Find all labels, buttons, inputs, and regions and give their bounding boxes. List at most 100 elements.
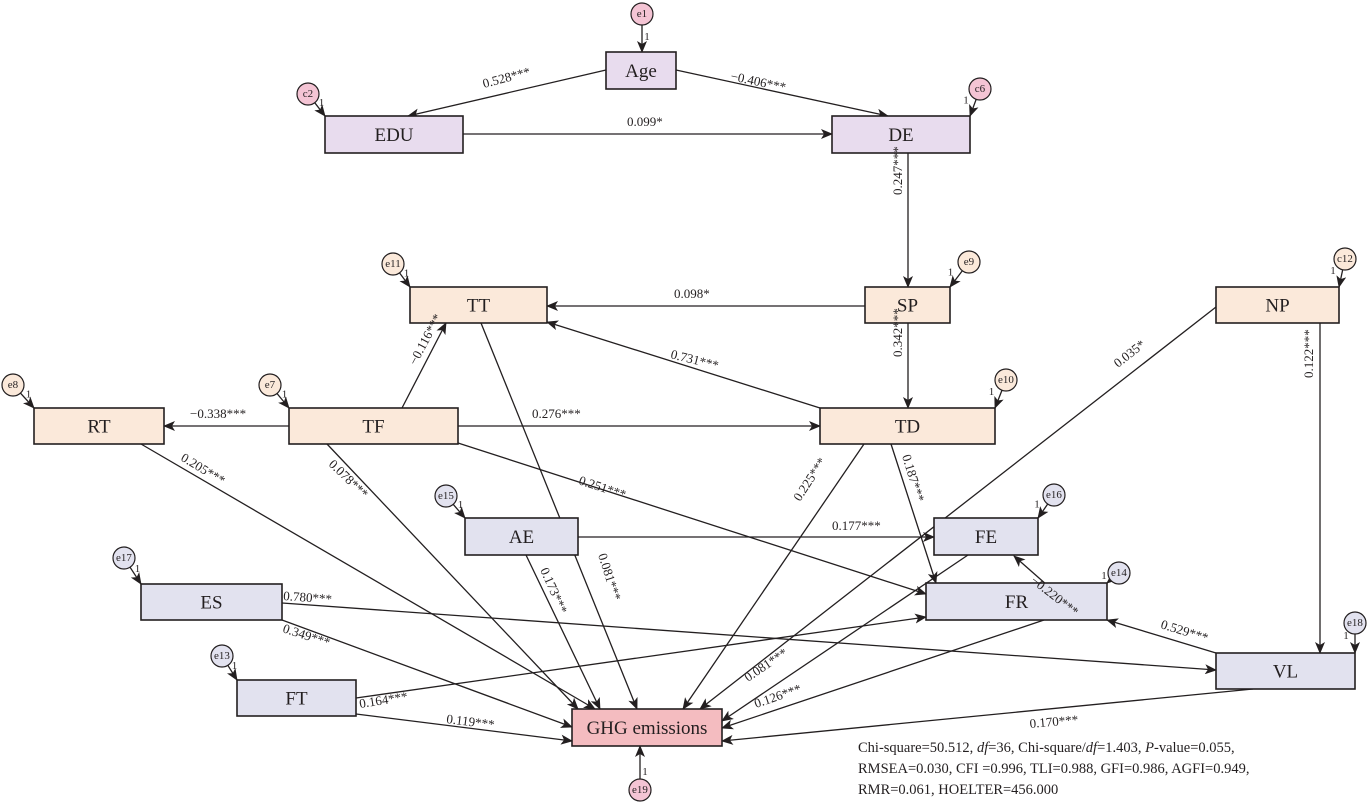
node-rt: RT — [33, 407, 165, 445]
error-circle — [957, 250, 981, 274]
error-circle — [994, 368, 1018, 392]
node-td: TD — [819, 407, 996, 445]
error-label: c6 — [975, 83, 986, 95]
path-es-to-vl — [281, 602, 1217, 675]
path-ae-to-ghg — [525, 554, 601, 710]
node-de: DE — [831, 115, 971, 154]
coefficient-label: 0.126*** — [752, 681, 803, 711]
coefficient-label: 0.529*** — [1159, 617, 1210, 646]
error-arrow — [129, 566, 142, 585]
coefficient-label: 0.225*** — [790, 455, 829, 504]
node-box — [933, 517, 1039, 556]
node-label: TT — [467, 296, 491, 317]
node-age: Age — [605, 51, 677, 90]
coefficient-label: −0.338*** — [190, 406, 246, 421]
path-tt-to-ghg — [480, 322, 638, 710]
node-es: ES — [140, 583, 283, 621]
error-circle — [630, 2, 654, 26]
error-arrow — [276, 393, 290, 409]
coefficient-label: 0.173*** — [537, 565, 571, 616]
error-label: e15 — [438, 490, 454, 502]
node-label: Age — [625, 61, 657, 82]
weight-label: 1 — [404, 268, 410, 280]
node-box — [236, 679, 357, 717]
coefficient-label: 0.187*** — [899, 452, 928, 503]
coefficient-label: 0.528*** — [481, 64, 532, 91]
error-label: e10 — [998, 374, 1014, 386]
weight-label: 1 — [1101, 570, 1107, 582]
coefficient-label: 0.119*** — [446, 711, 496, 732]
error-label: e7 — [265, 379, 276, 391]
error-label: e16 — [1046, 489, 1062, 501]
error-term-e15: e15 1 — [434, 484, 466, 519]
node-label: AE — [509, 527, 534, 548]
node-label: NP — [1265, 296, 1289, 317]
fit-line-1: Chi-square=50.512, df=36, Chi-square/df=… — [858, 740, 1235, 756]
node-sp: SP — [864, 286, 951, 324]
error-circle — [1107, 561, 1131, 585]
node-edu: EDU — [324, 115, 464, 154]
node-np: NP — [1215, 286, 1340, 324]
weight-label: 1 — [458, 499, 464, 511]
coefficient-label: 0.349*** — [281, 621, 332, 650]
node-fe: FE — [933, 517, 1039, 556]
path-vl-to-fr — [1106, 618, 1217, 654]
weight-label: 1 — [1034, 499, 1040, 511]
error-arrow — [19, 392, 35, 409]
coefficient-label: 0.247*** — [890, 146, 905, 195]
error-circle — [1333, 247, 1357, 271]
coefficient-label: 0.251*** — [577, 473, 628, 502]
node-box — [819, 407, 996, 445]
coefficient-label: 0.122*** — [1301, 329, 1316, 378]
weight-label: 1 — [26, 389, 32, 401]
error-circle — [210, 644, 234, 668]
error-term-e14: e14 1 — [1101, 561, 1131, 585]
node-label: ES — [200, 593, 222, 614]
weight-label: 1 — [1330, 265, 1336, 277]
error-label: e9 — [964, 256, 975, 268]
error-label: c12 — [1337, 253, 1353, 265]
error-arrow — [226, 664, 238, 681]
error-label: e19 — [632, 784, 648, 796]
weight-label: 1 — [963, 95, 969, 107]
node-tf: TF — [288, 407, 459, 445]
node-label: TD — [895, 417, 920, 438]
error-arrow — [314, 102, 326, 117]
error-term-e1: e11 — [630, 2, 654, 53]
coefficient-label: 0.780*** — [283, 588, 333, 606]
error-label: e13 — [214, 650, 230, 662]
node-label: EDU — [374, 125, 413, 146]
error-label: e8 — [8, 379, 19, 391]
error-circle — [1343, 611, 1367, 635]
node-label: FE — [975, 527, 997, 548]
node-label: TF — [362, 417, 384, 438]
path-es-to-ghg — [281, 619, 573, 728]
node-box — [864, 286, 951, 324]
node-box — [831, 115, 971, 154]
error-label: e11 — [385, 258, 400, 270]
error-circle — [434, 484, 458, 508]
error-circle — [968, 77, 992, 101]
coefficient-label: 0.098* — [674, 286, 710, 301]
error-label: c2 — [303, 88, 313, 100]
path-rt-to-ghg — [140, 443, 596, 710]
path-ft-to-ghg — [355, 713, 573, 745]
error-term-e8: e8 1 — [1, 373, 35, 409]
path-np-to-ghg — [699, 306, 1217, 710]
coefficient-label: 0.081*** — [595, 551, 624, 602]
node-label: GHG emissions — [587, 718, 708, 739]
coefficient-label: −0.406*** — [729, 68, 787, 94]
coefficient-label: 0.081*** — [741, 645, 790, 685]
weight-label: 1 — [948, 267, 954, 279]
error-circle — [381, 252, 405, 276]
path-vl-to-ghg — [721, 688, 1254, 745]
error-label: e1 — [637, 8, 647, 20]
error-label: e14 — [1111, 567, 1127, 579]
coefficient-label: 0.164*** — [358, 689, 408, 711]
error-arrow — [949, 270, 963, 288]
